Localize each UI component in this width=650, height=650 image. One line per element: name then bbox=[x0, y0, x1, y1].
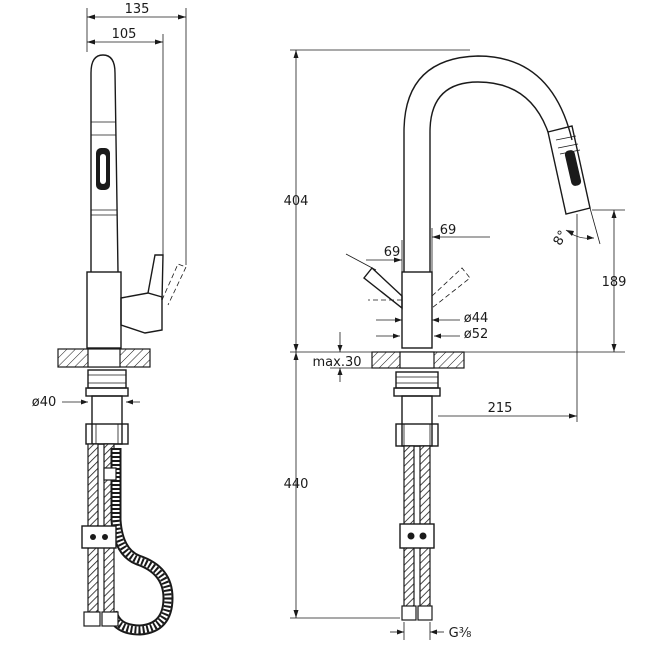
dim-line-thread bbox=[390, 622, 444, 640]
dim-label-thread: G⅜ bbox=[449, 626, 472, 641]
dim-label-max30: max.30 bbox=[313, 355, 362, 370]
dim-label-40: ø40 bbox=[32, 395, 57, 410]
dim-line-135 bbox=[86, 8, 187, 265]
dim-angle-8 bbox=[565, 207, 601, 245]
dim-line-69-right bbox=[431, 228, 490, 272]
dim-label-44: ø44 bbox=[464, 311, 489, 326]
side-hoses bbox=[81, 443, 174, 636]
dim-label-69-right: 69 bbox=[440, 223, 457, 238]
dim-line-215 bbox=[438, 214, 578, 422]
dim-line-189 bbox=[592, 209, 625, 352]
dim-line-40 bbox=[62, 399, 140, 405]
dim-line-440 bbox=[290, 352, 400, 619]
dim-line-max30 bbox=[330, 332, 372, 382]
side-mounting-nut bbox=[85, 369, 129, 445]
dim-label-angle: 8° bbox=[551, 228, 571, 248]
dim-label-215: 215 bbox=[488, 401, 513, 416]
front-mounting-nut bbox=[393, 371, 441, 447]
side-body bbox=[86, 254, 187, 349]
dim-line-44 bbox=[376, 317, 460, 323]
side-spout bbox=[90, 54, 119, 273]
dim-label-69-left: 69 bbox=[384, 245, 401, 260]
dim-line-105 bbox=[87, 34, 164, 255]
front-hoses bbox=[399, 445, 435, 621]
side-view: 135 105 bbox=[32, 2, 187, 636]
dim-line-404 bbox=[290, 49, 470, 352]
dim-label-189: 189 bbox=[602, 275, 627, 290]
dim-label-105: 105 bbox=[112, 27, 137, 42]
front-view: 404 440 max.30 bbox=[284, 49, 627, 641]
dim-label-404: 404 bbox=[284, 194, 309, 209]
dim-label-52: ø52 bbox=[464, 327, 489, 342]
dim-label-440: 440 bbox=[284, 477, 309, 492]
dim-line-52 bbox=[376, 333, 460, 339]
dim-line-69-left bbox=[345, 240, 403, 272]
dim-label-135: 135 bbox=[125, 2, 150, 17]
front-body bbox=[363, 266, 471, 349]
